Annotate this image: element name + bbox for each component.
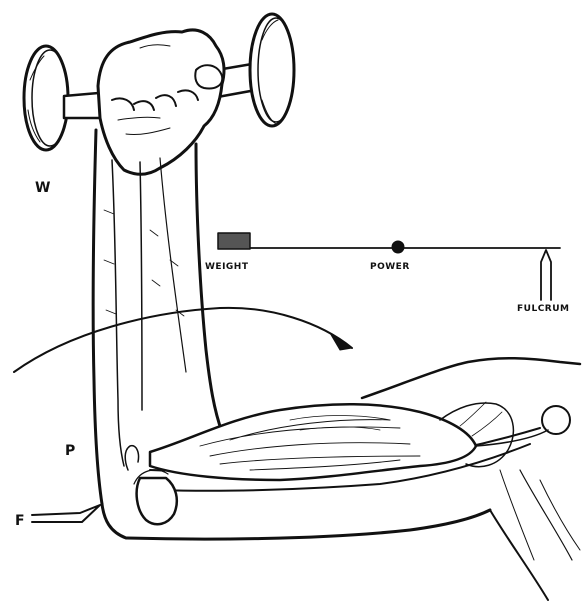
rotation-arrow <box>14 308 352 372</box>
label-w: W <box>35 180 51 196</box>
force-arrow <box>32 505 100 522</box>
label-fulcrum: FULCRUM <box>517 304 570 314</box>
label-f: F <box>15 513 25 529</box>
rotation-arrowhead <box>330 333 352 350</box>
label-p: P <box>65 443 76 459</box>
label-weight: WEIGHT <box>205 262 248 272</box>
weight-block <box>218 233 250 249</box>
power-dot <box>392 241 404 253</box>
fulcrum-support <box>541 250 551 300</box>
biceps-muscle <box>150 402 548 480</box>
label-power: POWER <box>370 262 410 272</box>
fist <box>98 30 224 174</box>
upper-arm <box>102 358 580 600</box>
